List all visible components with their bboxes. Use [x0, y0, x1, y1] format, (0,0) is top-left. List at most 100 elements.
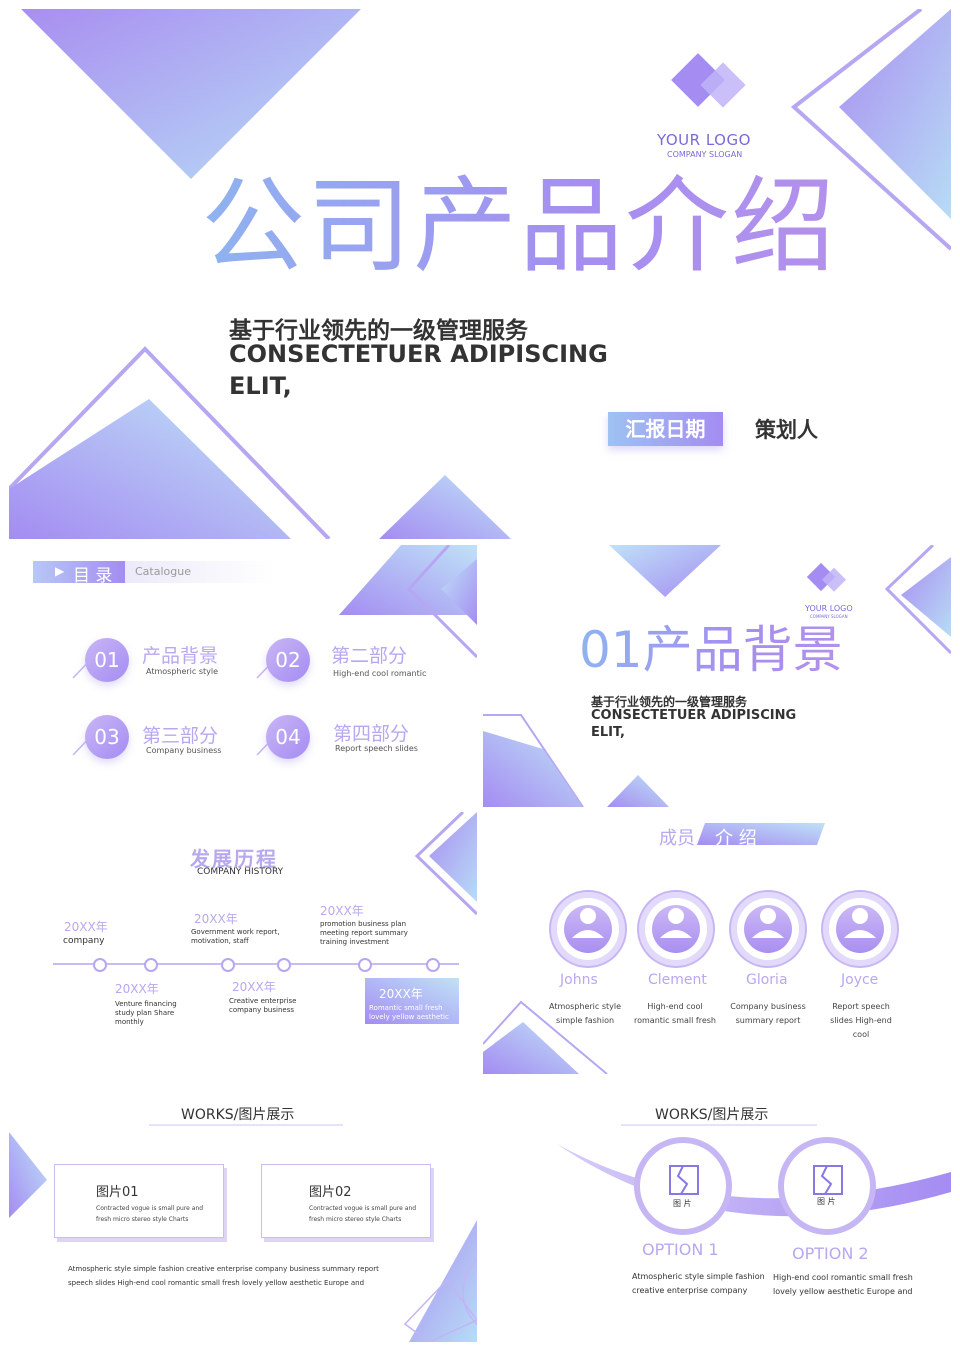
- date-badge: 汇报日期: [608, 412, 723, 446]
- triangle-top-right: [839, 9, 951, 219]
- triangle-top-left: [21, 9, 361, 179]
- works2-title: WORKS/图片展示: [655, 1107, 769, 1123]
- section-subtitle-cn: 基于行业领先的一级管理服务: [591, 695, 748, 709]
- cover-slide: YOUR LOGO COMPANY SLOGAN 公司产品介绍 基于行业领先的一…: [9, 9, 951, 539]
- triangle-top: [609, 545, 721, 597]
- triangle-bottom-left: [9, 399, 291, 539]
- catalogue-tag-label: 目 录: [73, 566, 113, 586]
- member-desc-johns: Atmospheric style simple fashion: [548, 1002, 622, 1025]
- member-avatar-joyce[interactable]: [823, 892, 897, 966]
- catalogue-desc-01: Atmospheric style: [146, 667, 219, 676]
- timeline-dot-5[interactable]: [358, 958, 372, 972]
- catalogue-tag-en: Catalogue: [135, 565, 191, 578]
- member-name-clement: Clement: [648, 972, 707, 988]
- timeline-dot-2[interactable]: [144, 958, 158, 972]
- timeline-dot-4[interactable]: [277, 958, 291, 972]
- history-bottom-text-2: Creative enterprise company business: [229, 997, 297, 1014]
- member-desc-gloria: Company business summary report: [730, 1002, 806, 1025]
- history-top-year-3: 20XX年: [320, 904, 364, 918]
- catalogue-num-03[interactable]: 03: [85, 715, 129, 759]
- outline-top-right: [884, 545, 951, 655]
- section-subtitle-en-1: CONSECTETUER ADIPISCING: [591, 708, 797, 723]
- member-name-gloria: Gloria: [746, 972, 788, 988]
- person-icon-3: [752, 908, 784, 938]
- cover-subtitle-cn: 基于行业领先的一级管理服务: [229, 318, 528, 344]
- history-top-text-2: Government work report, motivation, staf…: [191, 928, 280, 945]
- history-slide: 发展历程 COMPANY HISTORY 20XX年 company 20XX年…: [9, 812, 477, 1074]
- catalogue-num-04[interactable]: 04: [266, 715, 310, 759]
- works1-card-2-title: 图片02: [309, 1185, 352, 1200]
- history-top-text-3: promotion business plan meeting report s…: [320, 920, 408, 946]
- catalogue-desc-03: Company business: [146, 746, 222, 755]
- outline-bottom-left: [9, 346, 331, 539]
- members-title-left: 成员: [659, 828, 695, 849]
- option-2-name[interactable]: OPTION 2: [792, 1244, 869, 1263]
- image-icon-1: [669, 1165, 699, 1195]
- image-icon-2: [813, 1165, 843, 1195]
- works-slide-1: WORKS/图片展示 图片01 Contracted vogue is smal…: [9, 1080, 477, 1342]
- triangle-bottom-mid: [379, 475, 511, 539]
- cover-title: 公司产品介绍: [201, 165, 838, 287]
- triangle-bottom-left: [483, 1022, 579, 1074]
- history-bottom-year-1: 20XX年: [115, 982, 159, 996]
- cover-decor: [9, 9, 951, 539]
- highlight-box: [365, 978, 459, 1024]
- works1-body-line-1: Atmospheric style simple fashion creativ…: [68, 1265, 379, 1273]
- members-title-right: 介 绍: [715, 828, 757, 849]
- option-2-icon-label: 图 片: [817, 1197, 836, 1206]
- catalogue-title-02[interactable]: 第二部分: [331, 645, 408, 667]
- section-subtitle-en-2: ELIT,: [591, 725, 625, 740]
- title-tag: [697, 823, 825, 845]
- history-bottom-text-3: Romantic small fresh lovely yellow aesth…: [369, 1004, 449, 1021]
- triangle-bottom-left: [483, 731, 583, 807]
- catalogue-tag: ▶ 目 录: [33, 561, 125, 586]
- logo-slogan: COMPANY SLOGAN: [667, 150, 743, 159]
- timeline-dot-1[interactable]: [93, 958, 107, 972]
- catalogue-title-03[interactable]: 第三部分: [142, 725, 219, 747]
- members-decor: [483, 823, 825, 1074]
- catalogue-num-02[interactable]: 02: [266, 638, 310, 682]
- history-top-text-1: company: [63, 936, 105, 946]
- triangle-top-right: [339, 545, 477, 615]
- member-avatar-gloria[interactable]: [731, 892, 805, 966]
- catalogue-slide: ▶ 目 录 Catalogue 01 产品背景 Atmospheric styl…: [9, 545, 477, 807]
- option-1-line-1: Atmospheric style simple fashion: [632, 1272, 765, 1281]
- option-1-circle: [634, 1137, 732, 1235]
- catalogue-title-04[interactable]: 第四部分: [333, 723, 410, 745]
- option-1-line-2: creative enterprise company: [632, 1286, 748, 1295]
- catalogue-num-01[interactable]: 01: [85, 638, 129, 682]
- member-avatar-johns[interactable]: [551, 892, 625, 966]
- history-bottom-text-1: Venture financing study plan Share month…: [115, 1000, 177, 1026]
- timeline-dot-6[interactable]: [426, 958, 440, 972]
- works1-card-1[interactable]: 图片01 Contracted vogue is small pure and …: [54, 1164, 224, 1238]
- works1-decor: [9, 1124, 477, 1342]
- swoosh-band: [557, 1144, 951, 1217]
- triangle-left: [9, 1132, 47, 1218]
- history-top-year-1: 20XX年: [64, 920, 108, 934]
- option-2-circle: [778, 1137, 876, 1235]
- catalogue-title-01[interactable]: 产品背景: [142, 645, 219, 667]
- play-icon: ▶: [55, 564, 65, 578]
- works1-card-1-title: 图片01: [96, 1185, 139, 1200]
- person-icon-2: [660, 908, 692, 938]
- section-decor: [483, 545, 951, 807]
- option-1-icon-label: 图 片: [673, 1199, 692, 1208]
- circle-outline: [462, 1258, 477, 1326]
- option-2-line-2: lovely yellow aesthetic Europe and: [773, 1287, 913, 1296]
- works1-body-line-2: speech slides High-end cool romantic sma…: [68, 1279, 365, 1287]
- history-top-year-2: 20XX年: [194, 912, 238, 926]
- history-bottom-year-2: 20XX年: [232, 980, 276, 994]
- works1-card-2[interactable]: 图片02 Contracted vogue is small pure and …: [261, 1164, 431, 1238]
- option-2-line-1: High-end cool romantic small fresh: [773, 1273, 913, 1282]
- timeline-dot-3[interactable]: [221, 958, 235, 972]
- works1-title: WORKS/图片展示: [181, 1107, 295, 1123]
- history-subtitle: COMPANY HISTORY: [197, 867, 284, 877]
- option-1-name[interactable]: OPTION 1: [642, 1240, 719, 1259]
- works2-decor: [557, 1124, 951, 1235]
- triangle-bottom-mid: [607, 775, 669, 807]
- outline-bottom-left: [483, 1000, 608, 1074]
- outline-bottom-left: [483, 714, 584, 807]
- catalogue-desc-04: Report speech slides: [335, 744, 418, 753]
- triangle-top-right: [429, 812, 477, 902]
- member-name-joyce: Joyce: [841, 972, 879, 988]
